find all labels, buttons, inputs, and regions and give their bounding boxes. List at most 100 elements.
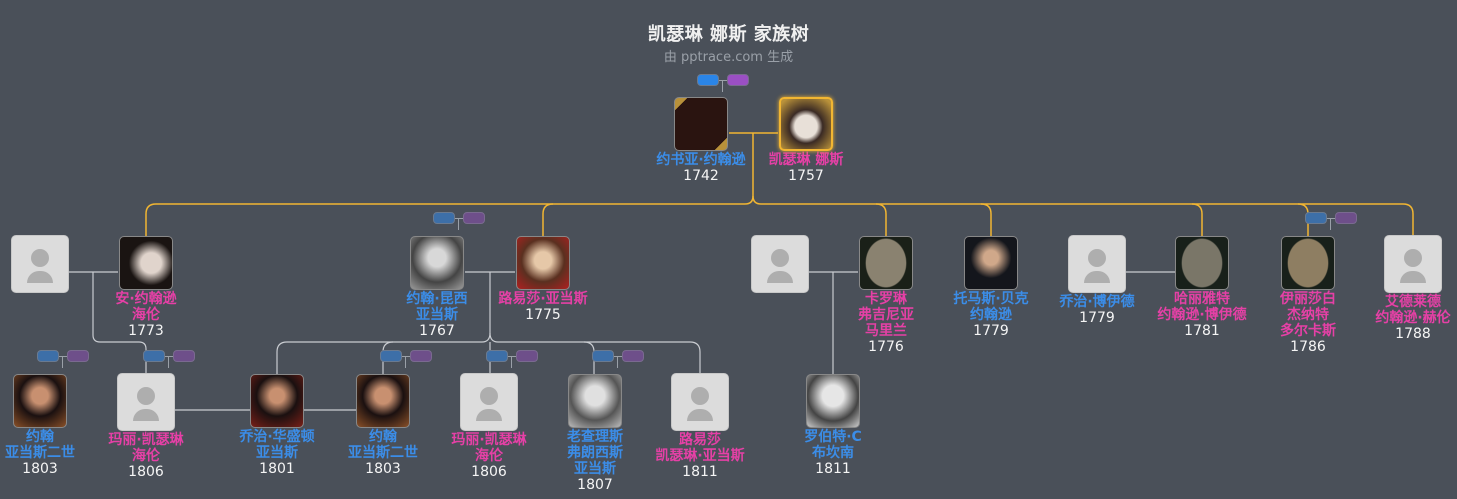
person-name: 约书亚·约翰逊 bbox=[656, 152, 746, 168]
view-toggle-mary[interactable] bbox=[486, 350, 538, 368]
portrait-photo bbox=[1281, 236, 1335, 290]
person-card[interactable]: 凯瑟琳 娜斯 1757 bbox=[746, 97, 866, 184]
birth-year: 1803 bbox=[22, 461, 58, 477]
portrait-photo bbox=[356, 374, 410, 428]
birth-year: 1757 bbox=[788, 168, 824, 184]
toggle-purple-button[interactable] bbox=[727, 74, 749, 86]
person-card[interactable]: 约翰亚当斯二世 1803 bbox=[0, 374, 100, 477]
birth-year: 1776 bbox=[868, 339, 904, 355]
birth-year: 1811 bbox=[682, 464, 718, 480]
person-card[interactable]: 玛丽·凯瑟琳海伦 1806 bbox=[429, 373, 549, 480]
person-name: 玛丽·凯瑟琳海伦 bbox=[451, 432, 527, 464]
page-title: 凯瑟琳 娜斯 家族树 bbox=[647, 24, 810, 45]
birth-year: 1811 bbox=[815, 461, 851, 477]
view-toggle-john-ii-left[interactable] bbox=[37, 350, 89, 368]
person-card[interactable]: 乔治·博伊德 1779 bbox=[1037, 235, 1157, 326]
portrait-photo bbox=[568, 374, 622, 428]
person-card[interactable]: 安·约翰逊海伦 1773 bbox=[86, 236, 206, 339]
view-toggle-mary-left[interactable] bbox=[143, 350, 195, 368]
toggle-blue-button[interactable] bbox=[486, 350, 508, 362]
toggle-blue-button[interactable] bbox=[143, 350, 165, 362]
birth-year: 1773 bbox=[128, 323, 164, 339]
person-name: 约翰亚当斯二世 bbox=[5, 429, 75, 461]
person-card[interactable]: 卡罗琳弗吉尼亚马里兰 1776 bbox=[826, 236, 946, 355]
birth-year: 1779 bbox=[973, 323, 1009, 339]
person-name: 路易莎·亚当斯 bbox=[498, 291, 588, 307]
placeholder-avatar-icon bbox=[1068, 235, 1126, 293]
portrait-photo bbox=[250, 374, 304, 428]
person-name: 老查理斯弗朗西斯亚当斯 bbox=[567, 429, 623, 477]
person-card[interactable]: 艾德莱德约翰逊·赫伦 1788 bbox=[1353, 235, 1457, 342]
person-name: 安·约翰逊海伦 bbox=[115, 291, 177, 323]
placeholder-avatar-icon bbox=[1384, 235, 1442, 293]
portrait-photo bbox=[806, 374, 860, 428]
placeholder-avatar-icon bbox=[117, 373, 175, 431]
view-toggle-charles[interactable] bbox=[592, 350, 644, 368]
person-card[interactable]: 约翰亚当斯二世 1803 bbox=[323, 374, 443, 477]
birth-year: 1801 bbox=[259, 461, 295, 477]
birth-year: 1779 bbox=[1079, 310, 1115, 326]
toggle-purple-button[interactable] bbox=[1335, 212, 1357, 224]
person-name: 托马斯·贝克约翰逊 bbox=[953, 291, 1029, 323]
placeholder-avatar-icon bbox=[460, 373, 518, 431]
placeholder-avatar-icon bbox=[671, 373, 729, 431]
person-name: 哈丽雅特约翰逊·博伊德 bbox=[1157, 291, 1247, 323]
portrait-photo bbox=[779, 97, 833, 151]
person-name: 乔治·华盛顿亚当斯 bbox=[239, 429, 315, 461]
birth-year: 1781 bbox=[1184, 323, 1220, 339]
person-card[interactable]: 路易莎凯瑟琳·亚当斯 1811 bbox=[640, 373, 760, 480]
person-card[interactable]: 约书亚·约翰逊 1742 bbox=[641, 97, 761, 184]
toggle-purple-button[interactable] bbox=[410, 350, 432, 362]
person-card[interactable]: 乔治·华盛顿亚当斯 1801 bbox=[217, 374, 337, 477]
portrait-photo bbox=[119, 236, 173, 290]
person-card[interactable]: 哈丽雅特约翰逊·博伊德 1781 bbox=[1142, 236, 1262, 339]
birth-year: 1767 bbox=[419, 323, 455, 339]
view-toggle-adams[interactable] bbox=[433, 212, 485, 230]
view-toggle-john-ii[interactable] bbox=[380, 350, 432, 368]
person-name: 约翰·昆西亚当斯 bbox=[406, 291, 468, 323]
person-name: 乔治·博伊德 bbox=[1059, 294, 1135, 310]
toggle-blue-button[interactable] bbox=[697, 74, 719, 86]
main-lineage-lines bbox=[145, 132, 1414, 236]
person-name: 艾德莱德约翰逊·赫伦 bbox=[1375, 294, 1451, 326]
birth-year: 1807 bbox=[577, 477, 613, 493]
portrait-photo bbox=[516, 236, 570, 290]
person-card[interactable]: 托马斯·贝克约翰逊 1779 bbox=[931, 236, 1051, 339]
person-name: 伊丽莎白杰纳特多尔卡斯 bbox=[1280, 291, 1336, 339]
birth-year: 1806 bbox=[471, 464, 507, 480]
portrait-photo bbox=[410, 236, 464, 290]
birth-year: 1786 bbox=[1290, 339, 1326, 355]
page-subtitle: 由 pptrace.com 生成 bbox=[663, 50, 794, 65]
toggle-blue-button[interactable] bbox=[433, 212, 455, 224]
portrait-photo bbox=[13, 374, 67, 428]
person-card[interactable]: 老查理斯弗朗西斯亚当斯 1807 bbox=[535, 374, 655, 493]
toggle-blue-button[interactable] bbox=[592, 350, 614, 362]
person-card[interactable]: 玛丽·凯瑟琳海伦 1806 bbox=[86, 373, 206, 480]
person-card[interactable]: 路易莎·亚当斯 1775 bbox=[483, 236, 603, 323]
toggle-purple-button[interactable] bbox=[173, 350, 195, 362]
person-card-unknown[interactable] bbox=[720, 235, 840, 293]
birth-year: 1775 bbox=[525, 307, 561, 323]
toggle-blue-button[interactable] bbox=[37, 350, 59, 362]
toggle-blue-button[interactable] bbox=[380, 350, 402, 362]
toggle-purple-button[interactable] bbox=[463, 212, 485, 224]
person-name: 玛丽·凯瑟琳海伦 bbox=[108, 432, 184, 464]
person-card-unknown[interactable] bbox=[0, 235, 100, 293]
toggle-purple-button[interactable] bbox=[67, 350, 89, 362]
toggle-purple-button[interactable] bbox=[622, 350, 644, 362]
person-name: 路易莎凯瑟琳·亚当斯 bbox=[655, 432, 745, 464]
person-name: 凯瑟琳 娜斯 bbox=[768, 152, 844, 168]
view-toggle-dorcas[interactable] bbox=[1305, 212, 1357, 230]
person-name: 卡罗琳弗吉尼亚马里兰 bbox=[858, 291, 914, 339]
portrait-photo bbox=[859, 236, 913, 290]
view-toggle-root[interactable] bbox=[697, 74, 749, 92]
person-card[interactable]: 约翰·昆西亚当斯 1767 bbox=[377, 236, 497, 339]
birth-year: 1806 bbox=[128, 464, 164, 480]
toggle-blue-button[interactable] bbox=[1305, 212, 1327, 224]
birth-year: 1803 bbox=[365, 461, 401, 477]
toggle-purple-button[interactable] bbox=[516, 350, 538, 362]
person-card[interactable]: 伊丽莎白杰纳特多尔卡斯 1786 bbox=[1248, 236, 1368, 355]
